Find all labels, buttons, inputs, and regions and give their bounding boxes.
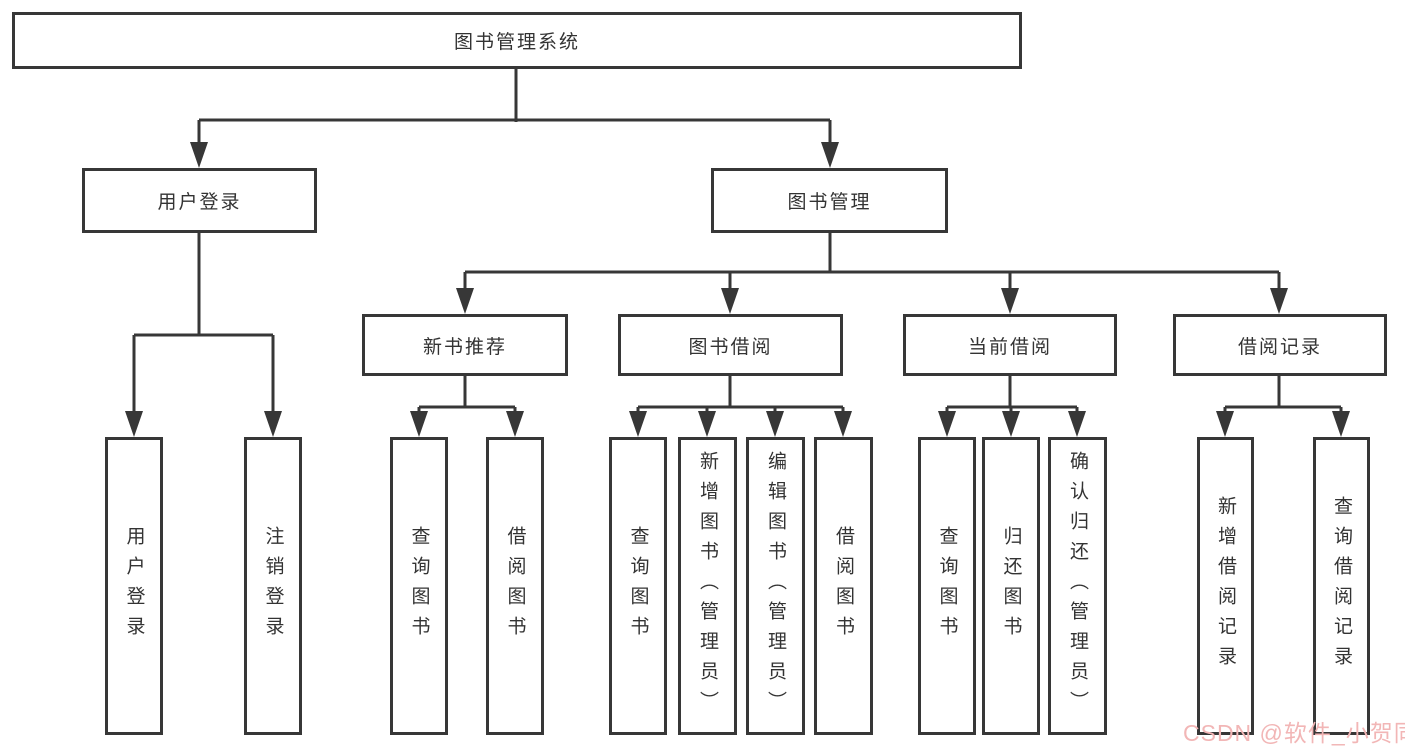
leaf-query-books-1: 查询图书 [390, 437, 448, 735]
leaf-borrow-books-1: 借阅图书 [486, 437, 544, 735]
leaf-label: 用户登录 [123, 526, 145, 646]
node-current-borrow: 当前借阅 [903, 314, 1117, 376]
leaf-label: 查询图书 [627, 526, 649, 646]
leaf-query-borrow-record: 查询借阅记录 [1313, 437, 1370, 735]
node-root: 图书管理系统 [12, 12, 1022, 69]
node-book-borrow: 图书借阅 [618, 314, 843, 376]
leaf-label: 查询图书 [936, 526, 958, 646]
node-user-login: 用户登录 [82, 168, 317, 233]
leaf-add-borrow-record: 新增借阅记录 [1197, 437, 1254, 735]
leaf-label: 注销登录 [262, 526, 284, 646]
leaf-add-books-admin: 新增图书（管理员） [678, 437, 737, 735]
leaf-query-books-2: 查询图书 [609, 437, 667, 735]
leaf-return-books: 归还图书 [982, 437, 1040, 735]
leaf-edit-books-admin: 编辑图书（管理员） [746, 437, 805, 735]
leaf-label: 查询借阅记录 [1331, 496, 1352, 676]
leaf-label: 归还图书 [1000, 526, 1022, 646]
leaf-logout: 注销登录 [244, 437, 302, 735]
leaf-user-login: 用户登录 [105, 437, 163, 735]
leaf-query-books-3: 查询图书 [918, 437, 976, 735]
leaf-label: 查询图书 [408, 526, 430, 646]
leaf-label: 借阅图书 [833, 526, 854, 646]
leaf-label: 确认归还（管理员） [1067, 451, 1088, 721]
node-book-management: 图书管理 [711, 168, 948, 233]
node-borrow-records: 借阅记录 [1173, 314, 1387, 376]
leaf-label: 编辑图书（管理员） [765, 451, 786, 721]
leaf-label: 新增借阅记录 [1215, 496, 1236, 676]
node-new-book-recommend: 新书推荐 [362, 314, 568, 376]
leaf-label: 借阅图书 [504, 526, 526, 646]
leaf-label: 新增图书（管理员） [697, 451, 718, 721]
watermark: CSDN @软件_小贺同学 [1183, 720, 1405, 746]
leaf-confirm-return-admin: 确认归还（管理员） [1048, 437, 1107, 735]
leaf-borrow-books-2: 借阅图书 [814, 437, 873, 735]
